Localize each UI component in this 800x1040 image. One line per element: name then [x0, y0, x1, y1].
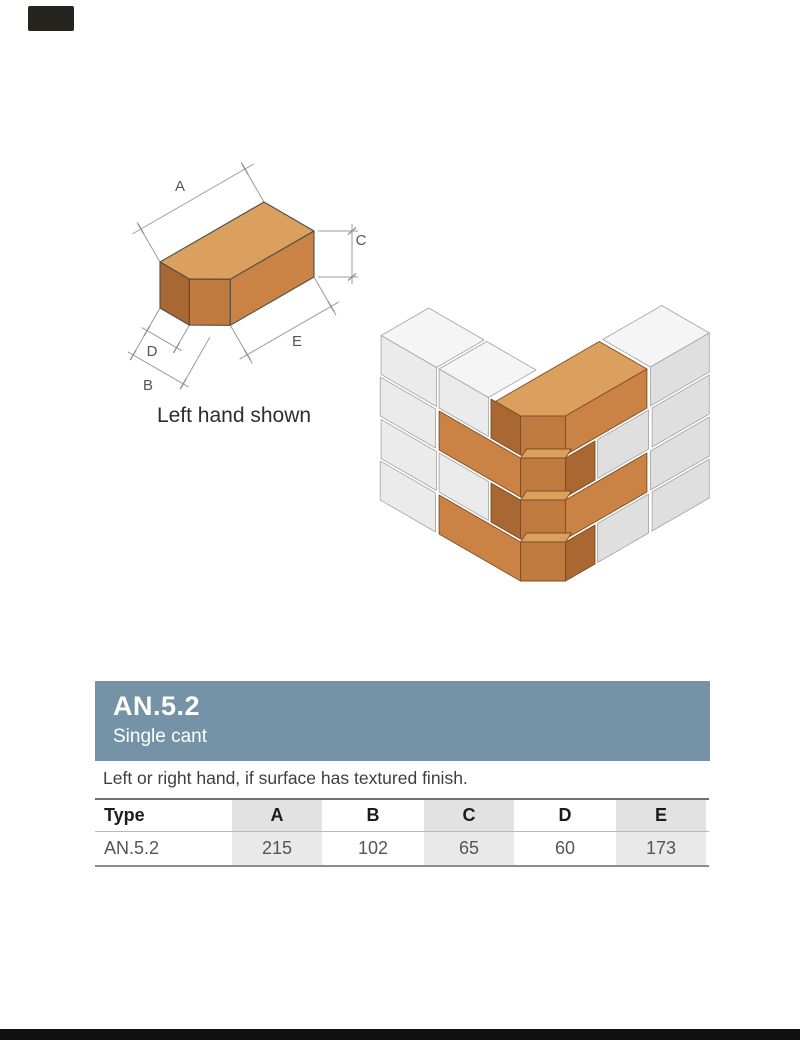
cant-brick-cant-face — [520, 541, 566, 582]
dimension-label-e: E — [292, 333, 302, 350]
column-header-c: C — [421, 800, 517, 831]
wall-brick-face — [650, 416, 710, 491]
dim-tick — [179, 378, 187, 390]
wall-brick-face — [438, 368, 489, 437]
brick-cant-face — [188, 278, 231, 326]
brand-logo — [28, 6, 74, 31]
dimension-label-c: C — [356, 232, 367, 249]
cant-brick-top-sliver — [520, 532, 572, 543]
dimension-label-d: D — [147, 343, 158, 360]
wall-brick-face — [597, 493, 649, 563]
dim-tick — [137, 223, 145, 235]
wall-brick-face — [651, 374, 710, 448]
column-header-b: B — [366, 805, 380, 825]
cant-brick-header-face — [565, 524, 596, 582]
technical-illustrations: A C E D B — [127, 161, 710, 582]
wall-course-bottom — [379, 458, 710, 582]
cell-d: 60 — [554, 838, 576, 858]
dimension-label-a: A — [175, 178, 185, 195]
product-code: AN.5.2 — [113, 691, 201, 721]
wall-course-3 — [380, 416, 710, 540]
product-header-band: AN.5.2 Single cant — [95, 681, 710, 761]
dim-tick — [327, 300, 335, 312]
dimensions-table: Type A B C D E AN.5.2 215 102 65 60 173 — [95, 798, 709, 867]
cell-b: 102 — [357, 838, 389, 858]
dim-line-b — [127, 351, 189, 388]
wall-brick-face — [597, 409, 649, 479]
dim-tick — [243, 349, 251, 361]
cant-brick-top-sliver — [520, 490, 572, 501]
brick-front-face — [229, 230, 315, 326]
cell-c: 65 — [421, 832, 517, 865]
column-header-e: E — [613, 800, 709, 831]
corner-wall-illustration — [379, 305, 710, 582]
dim-line-a — [132, 163, 254, 235]
wall-brick-face — [650, 332, 710, 407]
dim-tick — [347, 273, 357, 281]
cell-a: 215 — [229, 832, 325, 865]
dim-tick — [347, 227, 357, 235]
column-header-a: A — [229, 800, 325, 831]
wall-brick-face — [438, 452, 489, 521]
cant-brick-stretcher-face — [565, 368, 648, 456]
cant-brick-header-face — [565, 440, 596, 498]
product-note: Left or right hand, if surface has textu… — [103, 768, 468, 788]
dim-tick — [143, 325, 151, 337]
footer-bar — [0, 1029, 800, 1040]
cant-brick-stretcher-face — [565, 452, 648, 540]
table-row: AN.5.2 215 102 65 60 173 — [95, 832, 709, 865]
wall-course-top — [380, 305, 710, 456]
wall-brick-face — [379, 376, 437, 449]
dim-line-e — [239, 301, 340, 360]
cant-brick-header-face — [490, 398, 521, 456]
cant-brick-top-sliver — [520, 448, 572, 459]
cell-e: 173 — [613, 832, 709, 865]
wall-brick-face — [379, 460, 437, 533]
wall-brick-face — [380, 419, 437, 491]
dim-tick — [241, 163, 249, 175]
dim-line-d — [141, 327, 182, 352]
diagram-caption: Left hand shown — [156, 404, 312, 427]
wall-brick-face — [380, 335, 437, 407]
product-name: Single cant — [113, 726, 208, 747]
table-header-row: Type A B C D E — [95, 800, 709, 832]
wall-course-2 — [379, 374, 710, 498]
column-header-d: D — [558, 805, 572, 825]
dimension-label-b: B — [143, 377, 153, 394]
dim-tick — [129, 349, 137, 361]
wall-brick-face — [651, 458, 710, 532]
cant-brick-header-face — [490, 482, 521, 540]
dim-tick — [172, 342, 181, 354]
column-header-type: Type — [104, 805, 145, 825]
cant-brick-drawing: A C E D B — [127, 161, 367, 394]
cell-type: AN.5.2 — [104, 838, 160, 858]
